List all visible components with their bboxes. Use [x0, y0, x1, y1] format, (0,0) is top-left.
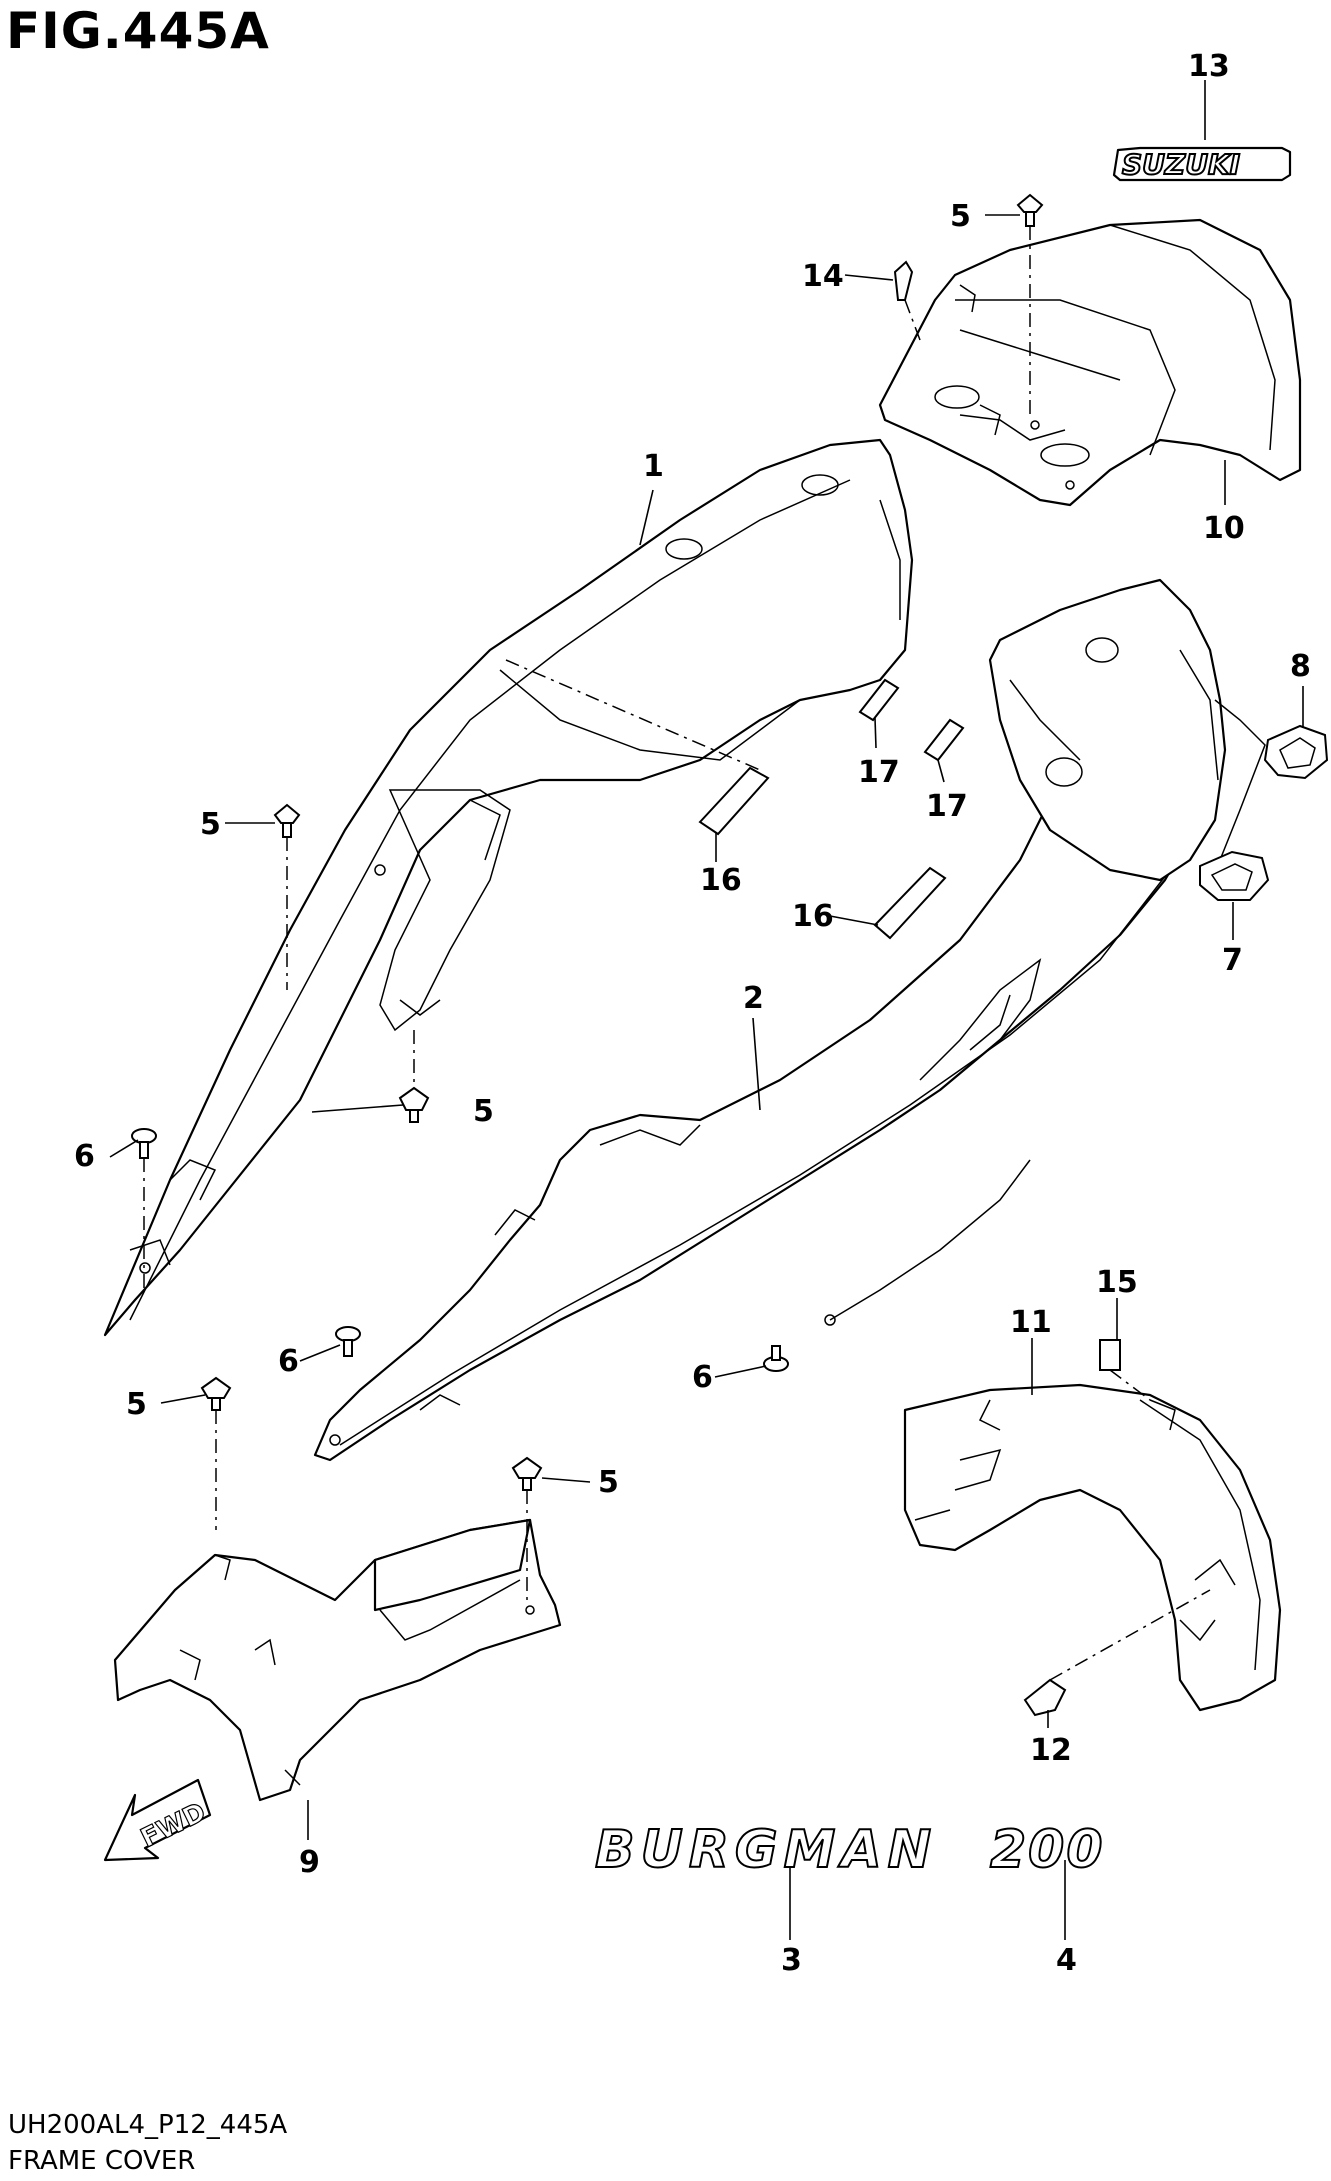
burgman-decal-text: BURGMAN: [595, 1820, 937, 1880]
callout-5: 5: [598, 1465, 619, 1500]
section-name: FRAME COVER: [8, 2146, 196, 2176]
part-17-pad-right: [923, 718, 965, 762]
figure-title: FIG.445A: [6, 2, 270, 60]
part-10-rear-fender: [878, 218, 1302, 507]
part-5-push-rivet: [200, 1376, 232, 1411]
callout-15: 15: [1096, 1265, 1138, 1300]
leader-lines: [109, 80, 1304, 1940]
callout-10: 10: [1203, 511, 1245, 546]
part-13-suzuki-emblem: SUZUKI: [1112, 146, 1292, 182]
model-number-decal-text: 200: [990, 1820, 1105, 1880]
callout-11: 11: [1010, 1305, 1052, 1340]
part-15-nut: [1099, 1339, 1121, 1371]
callout-6: 6: [692, 1360, 713, 1395]
callout-5: 5: [200, 807, 221, 842]
part-17-pad-left: [858, 678, 900, 722]
part-9-lower-cover: [113, 1518, 562, 1802]
part-7-grommet: [1199, 850, 1270, 901]
callout-3: 3: [781, 1943, 802, 1978]
callout-17: 17: [926, 789, 968, 824]
part-4-200-decal: 200: [989, 1819, 1105, 1881]
callout-16: 16: [792, 899, 834, 934]
callout-5: 5: [473, 1094, 494, 1129]
callout-9: 9: [299, 1845, 320, 1880]
callout-6: 6: [74, 1139, 95, 1174]
callout-13: 13: [1188, 49, 1230, 84]
part-1-frame-cover-left: [103, 438, 914, 1337]
callout-12: 12: [1030, 1733, 1072, 1768]
part-6-screw: [763, 1345, 789, 1372]
callout-14: 14: [802, 259, 844, 294]
part-5-push-rivet: [273, 803, 301, 838]
callout-8: 8: [1290, 649, 1311, 684]
callout-6: 6: [278, 1344, 299, 1379]
callout-7: 7: [1222, 943, 1243, 978]
part-5-push-rivet: [398, 1086, 430, 1123]
part-5-push-rivet: [511, 1456, 543, 1491]
part-6-screw: [131, 1128, 157, 1159]
suzuki-emblem-text: SUZUKI: [1122, 148, 1240, 181]
callout-5: 5: [126, 1387, 147, 1422]
part-16-pad-right: [873, 866, 947, 940]
callout-4: 4: [1056, 1943, 1077, 1978]
callout-labels: 13 5 14 10 1 8 7 5 17 17 16 16 2 5 6 15 …: [74, 49, 1311, 1978]
part-5-push-rivet: [1016, 193, 1044, 227]
callout-16: 16: [700, 863, 742, 898]
callout-2: 2: [743, 981, 764, 1016]
part-16-pad-left: [698, 766, 770, 836]
part-14-screw: [893, 260, 914, 301]
callout-17: 17: [858, 755, 900, 790]
callout-5: 5: [950, 199, 971, 234]
part-2-cover-upper-section: [988, 578, 1266, 882]
part-12-clip: [1023, 1678, 1067, 1717]
drawing-code: UH200AL4_P12_445A: [8, 2110, 288, 2140]
assembly-lines: [143, 226, 1211, 1681]
callout-1: 1: [643, 449, 664, 484]
part-3-burgman-decal: BURGMAN: [594, 1819, 937, 1881]
fwd-direction-arrow: FWD: [103, 1778, 211, 1862]
part-8-grommet: [1263, 724, 1329, 780]
part-6-screw: [335, 1326, 361, 1357]
part-11-inner-panel: [903, 1383, 1282, 1712]
